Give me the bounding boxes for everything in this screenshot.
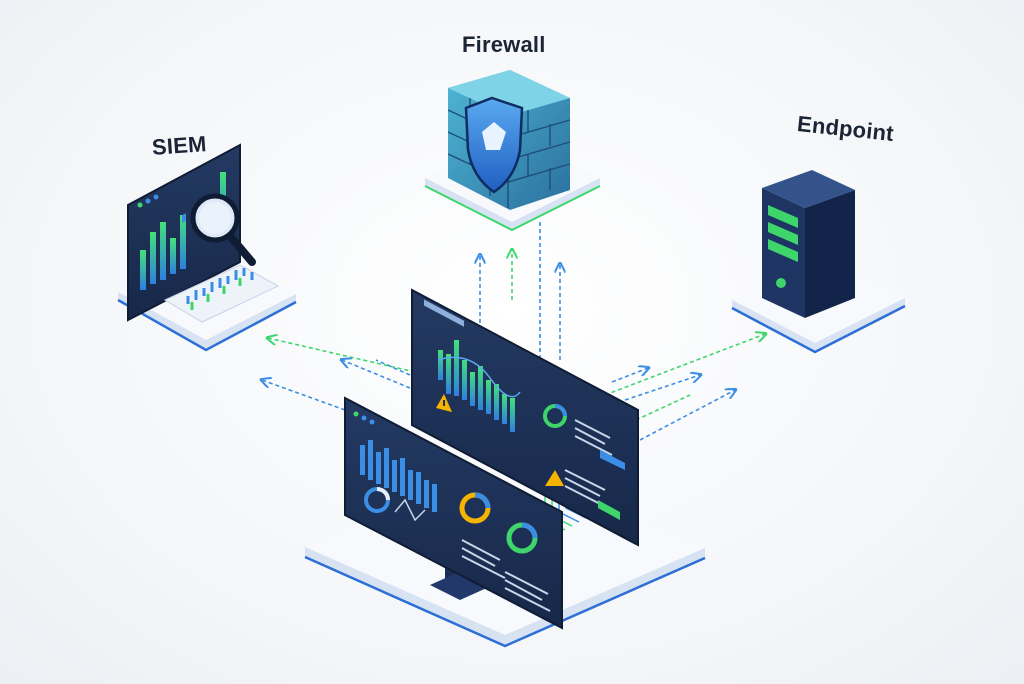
arrow-to-endpoint-4 (639, 390, 735, 441)
back-monitor (411, 288, 639, 547)
shield-icon (464, 96, 524, 194)
siem-node (117, 143, 297, 352)
monitor-icon (127, 143, 241, 322)
connection-arrows (262, 222, 765, 441)
arrow-to-siem-1 (268, 338, 416, 373)
front-monitor-chart (360, 440, 437, 512)
front-monitor-donut-2 (459, 492, 491, 524)
arrow-to-endpoint-2 (611, 368, 648, 383)
arrow-to-siem-3 (342, 360, 411, 389)
arrow-to-endpoint-1 (604, 334, 765, 396)
arrow-to-endpoint-5 (635, 394, 691, 421)
back-monitor-donut (543, 404, 567, 428)
magnifier-icon (190, 193, 256, 266)
endpoint-node (731, 170, 906, 354)
warning-icon (436, 394, 452, 412)
front-monitor-donut-3 (506, 522, 538, 554)
arrow-to-endpoint-3 (624, 375, 700, 401)
back-monitor-chart (437, 340, 521, 432)
firewall-node (424, 70, 601, 232)
arrow-to-siem-4 (375, 359, 411, 376)
firewall-label: Firewall (462, 32, 546, 57)
front-monitor-donut-1 (364, 487, 390, 513)
front-monitor (344, 396, 563, 630)
server-tower-icon (762, 170, 855, 318)
hub-node (304, 288, 706, 648)
keyboard-chart-icon (163, 213, 280, 323)
arrow-to-siem-2 (262, 380, 346, 411)
